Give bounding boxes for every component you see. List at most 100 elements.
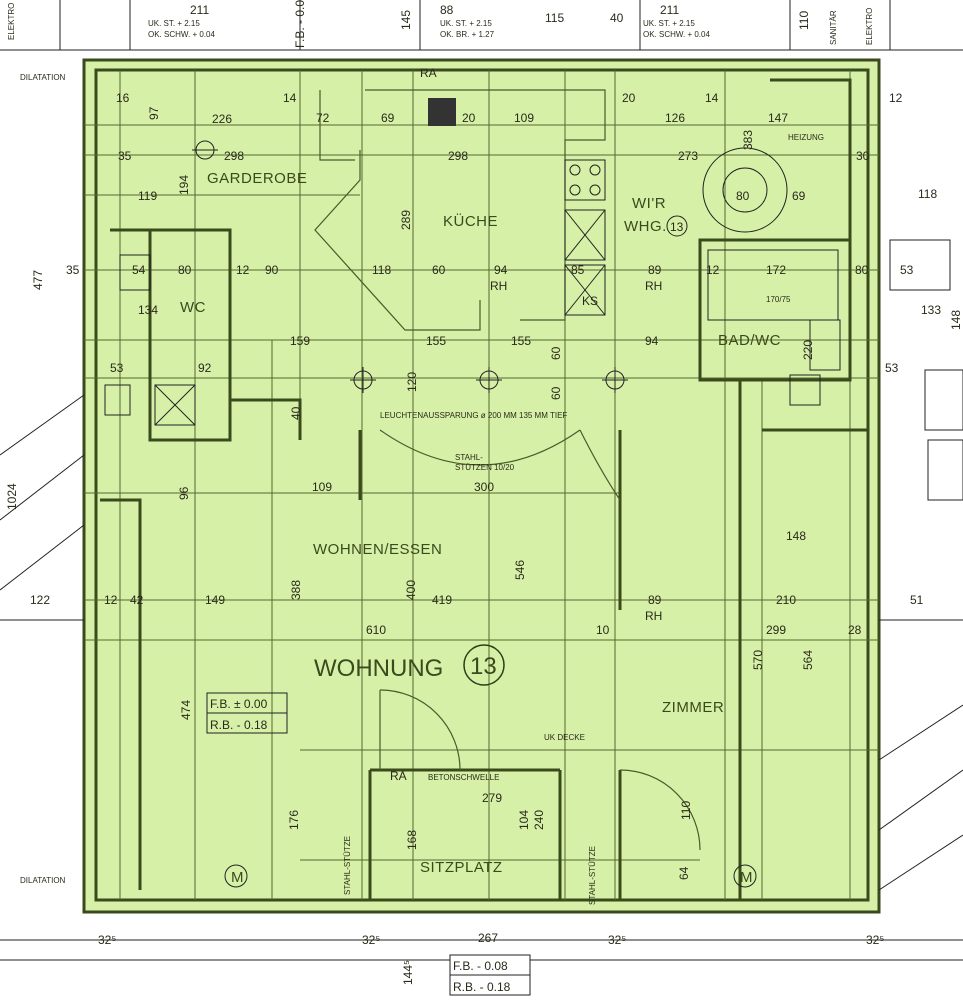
dim-172: 172 <box>766 263 786 277</box>
dim-32c: 32⁵ <box>608 933 626 947</box>
dim-155a: 155 <box>426 334 446 348</box>
dim-149: 149 <box>205 593 225 607</box>
dim-210: 210 <box>776 593 796 607</box>
dim-126: 126 <box>665 111 685 125</box>
dim-14a: 14 <box>283 91 297 105</box>
unit-title: WOHNUNG <box>314 655 443 682</box>
dim-298b: 298 <box>448 149 468 163</box>
dim-64: 64 <box>677 866 691 880</box>
interior-walls <box>100 78 868 900</box>
dim-564: 564 <box>801 650 815 670</box>
dim-383: 383 <box>741 130 755 150</box>
dim-289: 289 <box>399 210 413 230</box>
dim-120: 120 <box>405 372 419 392</box>
dim-69b: 69 <box>792 189 806 203</box>
note-top-c1: UK. ST. + 2.15 <box>643 19 695 28</box>
dim-top-40: 40 <box>610 11 624 25</box>
dim-top-115: 115 <box>545 11 564 25</box>
dim-72: 72 <box>316 111 330 125</box>
dim-80c: 80 <box>855 263 869 277</box>
dim-279: 279 <box>482 791 502 805</box>
dim-104: 104 <box>517 810 531 830</box>
note-stahl-stuetze-left: STAHL-STÜTZE <box>343 836 352 895</box>
dim-32a: 32⁵ <box>98 933 116 947</box>
dim-35: 35 <box>118 149 132 163</box>
dim-89b: 89 <box>648 593 662 607</box>
dim-60c: 60 <box>549 386 563 400</box>
dim-119: 119 <box>138 189 157 203</box>
note-top-c2: OK. SCHW. + 0.04 <box>643 30 710 39</box>
label-ra-bottom: RA <box>390 769 407 783</box>
dim-109: 109 <box>514 111 534 125</box>
dim-1024: 1024 <box>5 483 19 510</box>
room-sitzplatz: SITZPLATZ <box>420 859 503 876</box>
dim-118a: 118 <box>918 187 937 201</box>
note-stuetzen: STÜTZEN 10/20 <box>455 463 515 472</box>
label-heizung: HEIZUNG <box>788 133 824 142</box>
dim-94b: 94 <box>645 334 659 348</box>
dim-54: 54 <box>132 263 146 277</box>
level-fb-inside: F.B. ± 0.00 <box>210 697 268 711</box>
dim-148b: 148 <box>786 529 806 543</box>
dim-477: 477 <box>31 270 45 290</box>
label-rh-wr: RH <box>645 279 662 293</box>
unit-number-circle <box>463 644 505 686</box>
note-uk-decke: UK DECKE <box>544 733 585 742</box>
dim-32b: 32⁵ <box>362 933 380 947</box>
note-fb-top: F.B. - 0.09 <box>293 0 307 48</box>
note-elektro-left: ELEKTRO <box>7 3 16 40</box>
dim-134: 134 <box>138 303 158 317</box>
dim-53c: 53 <box>110 361 124 375</box>
dim-94a: 94 <box>494 263 508 277</box>
dim-419: 419 <box>432 593 452 607</box>
dim-148: 148 <box>949 310 963 330</box>
dim-226: 226 <box>212 112 232 126</box>
dim-298a: 298 <box>224 149 244 163</box>
dim-194: 194 <box>177 175 191 195</box>
room-kueche: KÜCHE <box>443 212 498 230</box>
dim-168: 168 <box>405 830 419 850</box>
dim-35b: 35 <box>66 263 80 277</box>
room-wr: WI'R <box>632 195 666 212</box>
dim-133: 133 <box>921 303 941 317</box>
dim-118b: 118 <box>372 263 391 277</box>
marker-m-left: M <box>231 869 244 886</box>
note-top-a1: UK. ST. + 2.15 <box>148 19 200 28</box>
door-swings <box>319 90 701 851</box>
dim-300: 300 <box>474 480 494 494</box>
dim-80a: 80 <box>736 189 750 203</box>
dim-top-211b: 211 <box>660 3 679 17</box>
note-top-a2: OK. SCHW. + 0.04 <box>148 30 215 39</box>
dim-90: 90 <box>265 263 279 277</box>
outer-walls <box>82 58 881 914</box>
label-ra-top: RA <box>420 66 437 80</box>
dim-20b: 20 <box>622 91 636 105</box>
dim-267: 267 <box>478 931 498 945</box>
room-whg-number: 13 <box>670 220 684 234</box>
dim-60a: 60 <box>432 263 446 277</box>
dim-299: 299 <box>766 623 786 637</box>
bath-fixtures <box>702 147 841 406</box>
dim-51: 51 <box>910 593 924 607</box>
dim-top-145: 145 <box>399 10 413 30</box>
dim-top-110: 110 <box>797 11 811 30</box>
grid-lines <box>84 70 879 900</box>
dim-220: 220 <box>801 340 815 360</box>
dim-176: 176 <box>287 810 301 830</box>
level-fb-outside: F.B. - 0.08 <box>453 959 508 973</box>
note-bad-dim: 170/75 <box>766 295 791 304</box>
dim-12a: 12 <box>889 91 903 105</box>
level-rb-outside: R.B. - 0.18 <box>453 980 511 994</box>
dim-42: 42 <box>130 593 144 607</box>
dim-546: 546 <box>513 560 527 580</box>
dim-12c: 12 <box>706 263 720 277</box>
m-markers <box>224 864 757 888</box>
note-stahl-stuetze-right: STAHL-STÜTZE <box>588 846 597 905</box>
dim-85: 85 <box>571 263 585 277</box>
dim-122: 122 <box>30 593 50 607</box>
dim-14b: 14 <box>705 91 719 105</box>
dim-30a: 30 <box>856 149 870 163</box>
room-wohnen-essen: WOHNEN/ESSEN <box>313 541 442 558</box>
